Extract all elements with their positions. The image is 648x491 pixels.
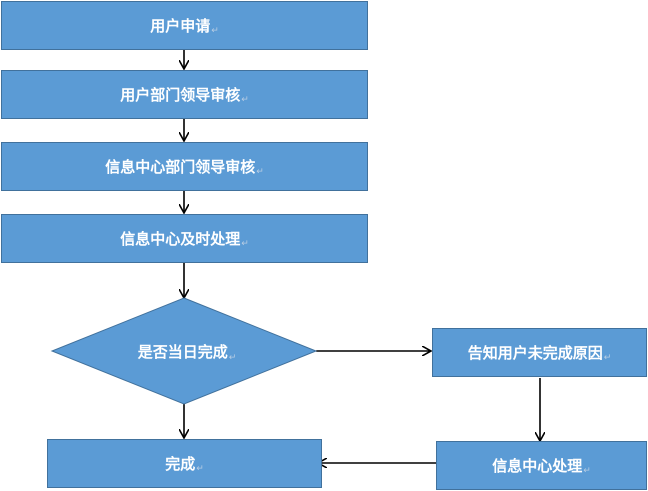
paragraph-mark: ↵ — [583, 466, 591, 476]
node-complete: 完成↵ — [47, 439, 322, 488]
paragraph-mark: ↵ — [603, 353, 612, 363]
paragraph-mark: ↵ — [211, 26, 219, 36]
node-user-apply: 用户申请↵ — [1, 1, 368, 50]
node-notify-user: 告知用户未完成原因↵ — [432, 328, 647, 377]
node-dept-leader-review: 用户部门领导审核↵ — [1, 70, 368, 119]
node-it-leader-review-label: 信息中心部门领导审核 — [105, 158, 256, 176]
node-it-process: 信息中心处理↵ — [436, 441, 647, 490]
paragraph-mark: ↵ — [228, 353, 237, 363]
node-complete-label: 完成 — [165, 455, 196, 473]
node-it-leader-review: 信息中心部门领导审核↵ — [1, 142, 368, 191]
node-it-process-label: 信息中心处理 — [492, 457, 583, 475]
paragraph-mark: ↵ — [256, 167, 264, 177]
node-user-apply-label: 用户申请 — [150, 17, 211, 35]
paragraph-mark: ↵ — [241, 239, 249, 249]
paragraph-mark: ↵ — [196, 464, 204, 474]
node-notify-user-label: 告知用户未完成原因 — [467, 344, 603, 362]
decision-label-wrap: 是否当日完成↵ — [92, 336, 282, 366]
decision-diamond — [50, 297, 318, 405]
node-it-timely-handle-label: 信息中心及时处理 — [120, 230, 241, 248]
decision-label: 是否当日完成 — [137, 342, 228, 361]
node-it-timely-handle: 信息中心及时处理↵ — [1, 214, 368, 263]
node-dept-leader-review-label: 用户部门领导审核 — [120, 86, 241, 104]
paragraph-mark: ↵ — [241, 95, 249, 105]
